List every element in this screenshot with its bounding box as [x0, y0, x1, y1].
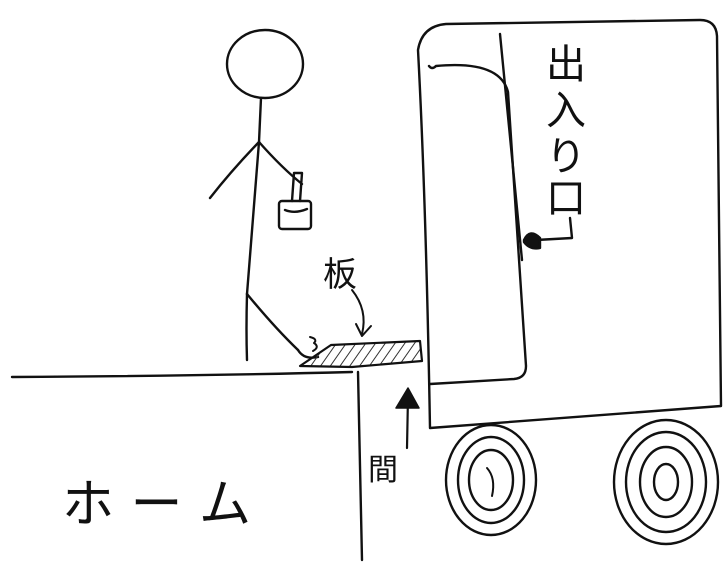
person-left-leg	[245, 292, 249, 362]
boarding-board	[298, 339, 424, 369]
board-arrow	[351, 289, 372, 337]
bag-icon	[277, 171, 313, 231]
entrance-char-3: り	[546, 134, 586, 180]
door-handle-stem	[534, 216, 574, 242]
board-label: 板	[323, 255, 357, 295]
person-body	[245, 140, 261, 296]
train-door-outline	[427, 63, 528, 386]
platform	[10, 370, 364, 562]
person-head	[225, 28, 305, 100]
bag-handle	[290, 171, 304, 203]
entrance-char-1: 出	[546, 42, 586, 88]
person-right-leg	[245, 292, 300, 352]
person	[208, 28, 320, 362]
wheel-right	[612, 418, 720, 546]
gap-label: 間	[368, 453, 398, 488]
wheel-left	[444, 423, 538, 537]
person-neck	[257, 96, 263, 144]
train-car-outline	[416, 18, 723, 430]
platform-side-edge	[356, 370, 364, 562]
bag-body	[277, 199, 313, 231]
platform-top-edge	[10, 370, 354, 379]
board-plate	[298, 339, 424, 369]
entrance-char-4: 口	[546, 176, 586, 222]
bag-clasp	[283, 207, 309, 213]
platform-label: ホ ー ム	[62, 475, 251, 535]
train-car	[416, 18, 723, 430]
train-door-frame-line	[498, 32, 524, 262]
toe-marks	[309, 336, 318, 352]
entrance-label: 出 入 り 口	[546, 42, 586, 222]
entrance-char-2: 入	[546, 88, 586, 134]
door-handle-icon	[522, 232, 542, 250]
gap-arrow	[395, 387, 420, 450]
person-left-arm	[208, 140, 261, 200]
person-right-arm	[257, 140, 304, 186]
